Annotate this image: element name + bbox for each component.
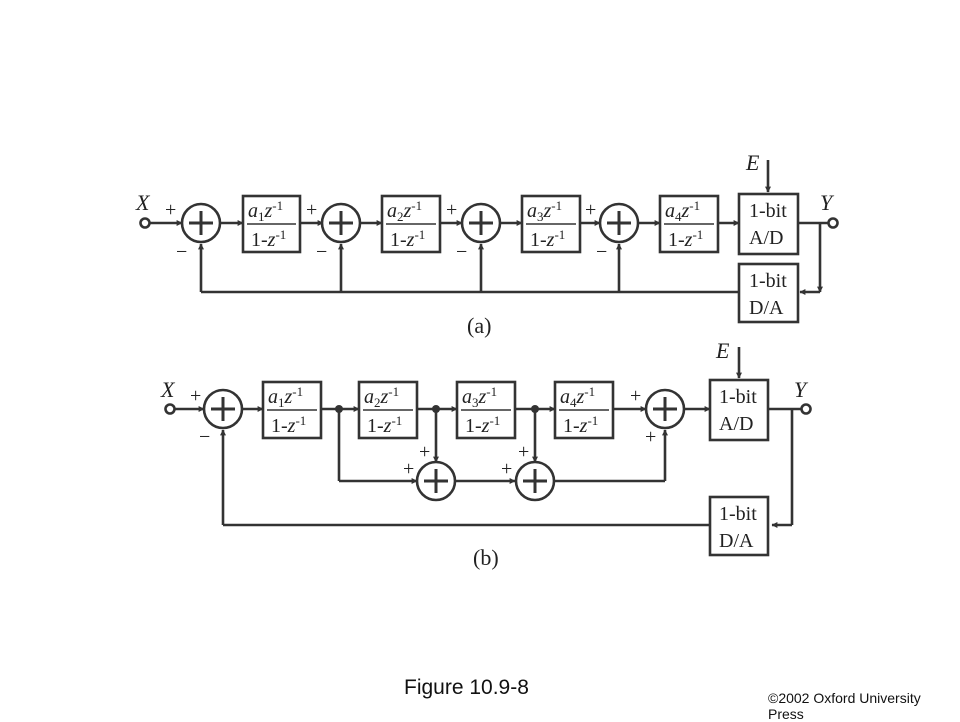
- tf-block-a2: a2z-1 1-z-1: [380, 194, 442, 254]
- sign-minus-a1: −: [176, 241, 187, 263]
- summer-b1: [202, 388, 244, 430]
- tf-block-b3: a3z-1 1-z-1: [455, 380, 517, 440]
- svg-text:a1z-1: a1z-1: [248, 198, 283, 224]
- sign-plus-b2a: +: [419, 441, 430, 463]
- svg-text:1-z-1: 1-z-1: [563, 413, 598, 437]
- svg-text:1-z-1: 1-z-1: [367, 413, 402, 437]
- sign-minus-b1: −: [199, 426, 210, 448]
- summer-a1: [180, 202, 222, 244]
- output-terminal-b: [800, 403, 812, 415]
- svg-text:1-bit: 1-bit: [719, 503, 757, 525]
- tf-block-a3: a3z-1 1-z-1: [520, 194, 582, 254]
- svg-text:a1z-1: a1z-1: [268, 384, 303, 410]
- output-label-a: Y: [820, 190, 835, 215]
- dac-block-b: 1-bit D/A: [708, 495, 770, 557]
- svg-text:1-bit: 1-bit: [719, 386, 757, 408]
- sign-plus-a4: +: [585, 199, 596, 221]
- tf-block-a4: a4z-1 1-z-1: [658, 194, 720, 254]
- adc-block-b: 1-bit A/D: [708, 378, 770, 442]
- summer-b4: [644, 388, 686, 430]
- svg-text:a3z-1: a3z-1: [527, 198, 562, 224]
- caption-b: (b): [473, 545, 499, 570]
- summer-b2: [415, 460, 457, 502]
- svg-text:a4z-1: a4z-1: [665, 198, 700, 224]
- sign-plus-a1: +: [165, 199, 176, 221]
- sign-minus-a3: −: [456, 241, 467, 263]
- svg-text:a3z-1: a3z-1: [462, 384, 497, 410]
- tf-block-b4: a4z-1 1-z-1: [553, 380, 615, 440]
- svg-text:1-z-1: 1-z-1: [390, 227, 425, 251]
- tf-block-a1: a1z-1 1-z-1: [241, 194, 302, 254]
- error-label-a: E: [745, 150, 760, 175]
- sign-plus-a3: +: [446, 199, 457, 221]
- input-label-a: X: [135, 190, 151, 215]
- summer-b3: [514, 460, 556, 502]
- input-terminal-b: [164, 403, 176, 415]
- svg-text:1-z-1: 1-z-1: [271, 413, 306, 437]
- svg-text:A/D: A/D: [749, 227, 783, 249]
- sign-minus-a4: −: [596, 241, 607, 263]
- output-terminal-a: [827, 217, 839, 229]
- input-terminal-a: [139, 217, 151, 229]
- summer-a3: [460, 202, 502, 244]
- caption-a: (a): [467, 313, 491, 338]
- svg-text:1-z-1: 1-z-1: [668, 227, 703, 251]
- input-label-b: X: [160, 377, 176, 402]
- summer-a4: [598, 202, 640, 244]
- sign-plus-b4a: +: [630, 385, 641, 407]
- sign-plus-a2: +: [306, 199, 317, 221]
- sign-plus-b3a: +: [518, 441, 529, 463]
- sign-plus-b4b: +: [645, 426, 656, 448]
- copyright-notice: ©2002 Oxford University Press: [768, 690, 921, 722]
- sign-plus-b3b: +: [501, 458, 512, 480]
- output-label-b: Y: [794, 377, 809, 402]
- svg-text:1-z-1: 1-z-1: [465, 413, 500, 437]
- dac-block-a: 1-bit D/A: [737, 262, 800, 324]
- svg-text:a2z-1: a2z-1: [387, 198, 422, 224]
- svg-text:A/D: A/D: [719, 413, 753, 435]
- adc-block-a: 1-bit A/D: [737, 192, 800, 256]
- tf-block-b2: a2z-1 1-z-1: [357, 380, 419, 440]
- svg-text:1-bit: 1-bit: [749, 200, 787, 222]
- svg-text:1-bit: 1-bit: [749, 270, 787, 292]
- svg-text:1-z-1: 1-z-1: [530, 227, 565, 251]
- diagram-b: X Y E: [160, 338, 812, 570]
- sign-plus-b2b: +: [403, 458, 414, 480]
- sign-minus-a2: −: [316, 241, 327, 263]
- sign-plus-b1: +: [190, 385, 201, 407]
- figure-label: Figure 10.9-8: [404, 676, 529, 699]
- summer-a2: [320, 202, 362, 244]
- svg-text:a4z-1: a4z-1: [560, 384, 595, 410]
- svg-text:D/A: D/A: [719, 530, 754, 552]
- svg-text:1-z-1: 1-z-1: [251, 227, 286, 251]
- tf-block-b1: a1z-1 1-z-1: [261, 380, 323, 440]
- svg-text:a2z-1: a2z-1: [364, 384, 399, 410]
- svg-text:D/A: D/A: [749, 297, 784, 319]
- diagram-a: X Y E: [135, 150, 839, 338]
- error-label-b: E: [715, 338, 730, 363]
